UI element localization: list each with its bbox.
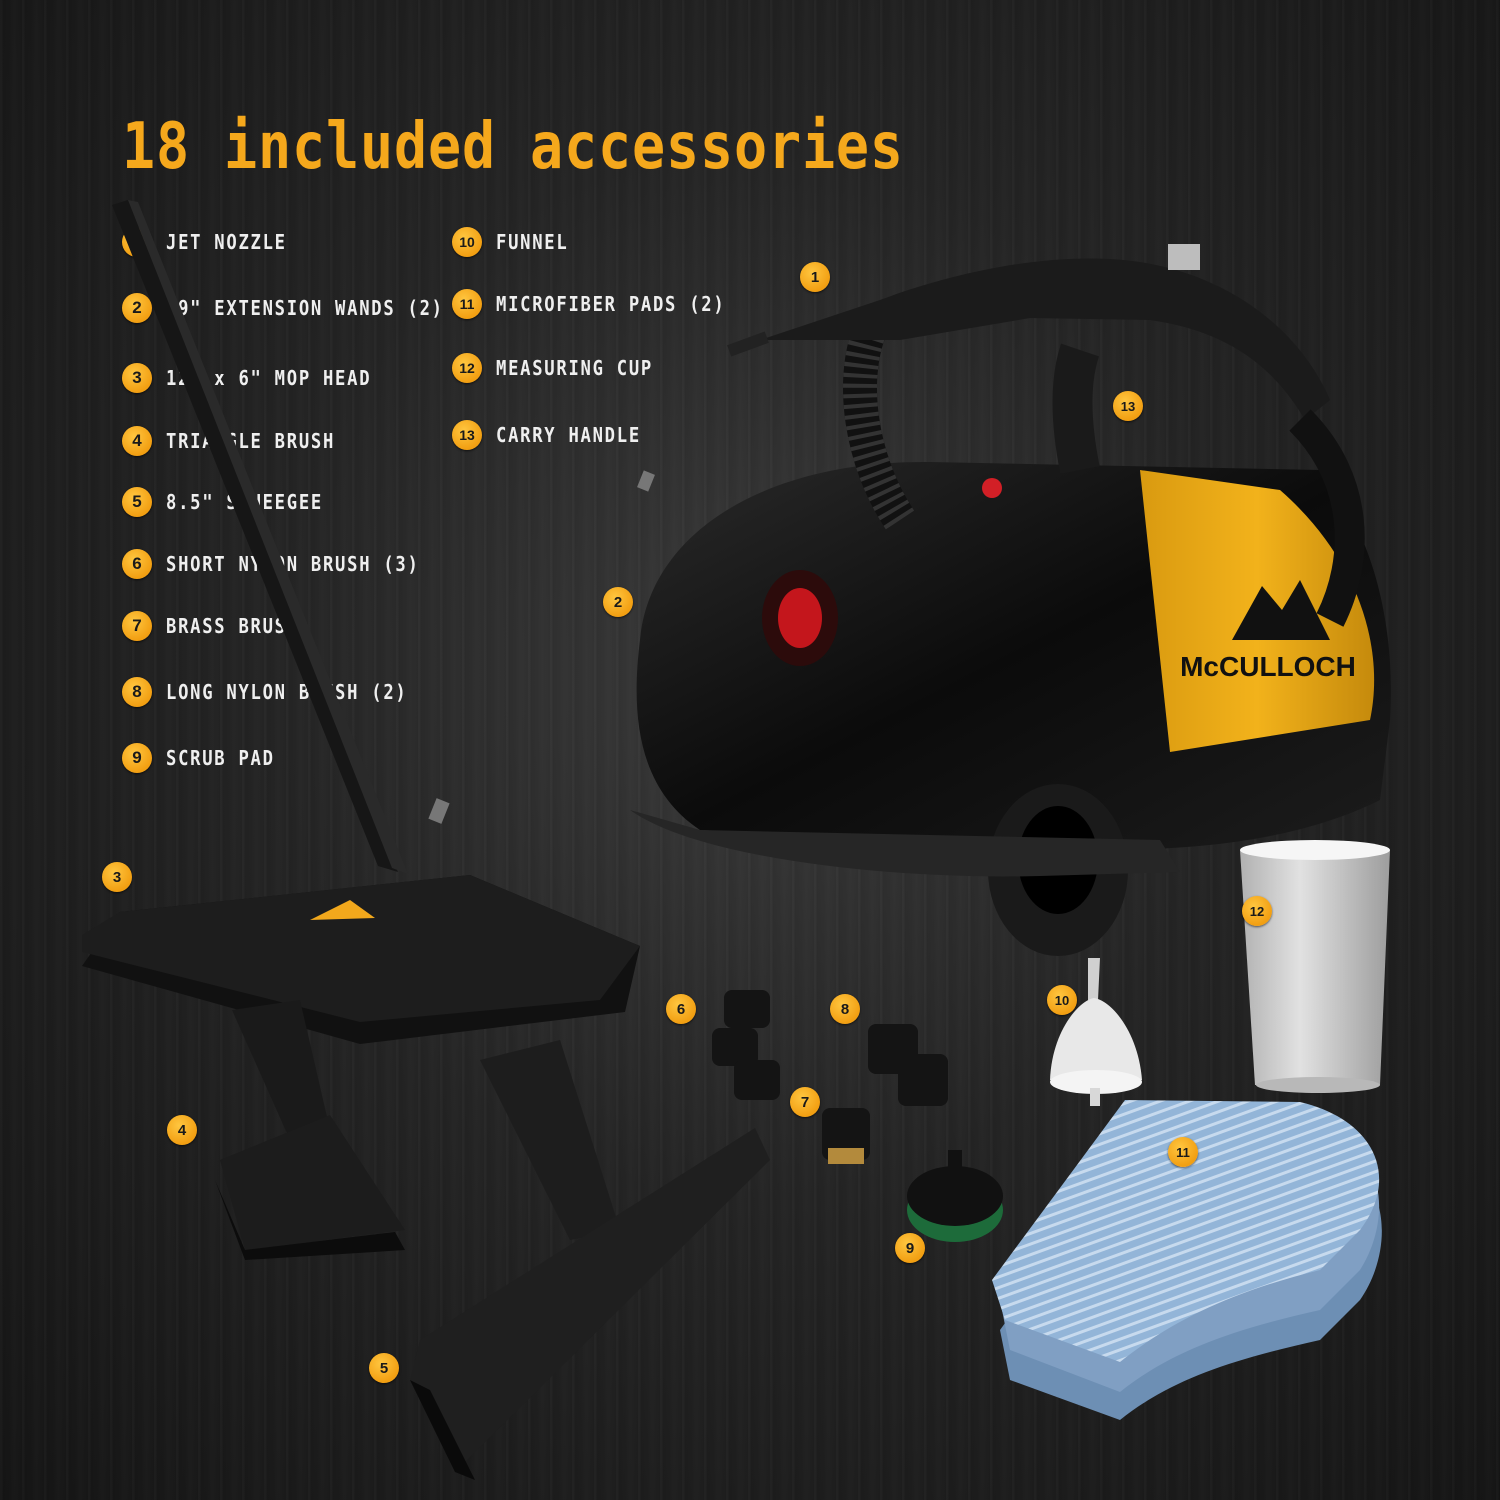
accessory-item-12: 12 MEASURING CUP	[452, 351, 679, 385]
accessory-label: 19" EXTENSION WANDS (2)	[166, 296, 444, 320]
long-nylon-brushes	[868, 1024, 948, 1106]
accessory-item-10: 10 FUNNEL	[452, 225, 580, 259]
number-badge: 6	[122, 549, 152, 579]
callout-2: 2	[603, 587, 633, 617]
callout-10: 10	[1047, 985, 1077, 1015]
callout-5: 5	[369, 1353, 399, 1383]
accessory-item-2: 2 19" EXTENSION WANDS (2)	[122, 291, 489, 325]
accessory-label: JET NOZZLE	[166, 230, 287, 254]
squeegee	[410, 1040, 770, 1480]
callout-12: 12	[1242, 896, 1272, 926]
short-nylon-brushes	[712, 990, 780, 1100]
number-badge: 12	[452, 353, 482, 383]
accessory-label: MEASURING CUP	[496, 356, 653, 380]
mcculloch-logo-mark	[310, 900, 375, 920]
number-badge: 9	[122, 743, 152, 773]
scrub-pad	[907, 1150, 1003, 1242]
number-badge: 8	[122, 677, 152, 707]
number-badge: 3	[122, 363, 152, 393]
accessory-label: BRASS BRUSH	[166, 614, 299, 638]
accessory-label: SHORT NYLON BRUSH (3)	[166, 552, 420, 576]
mop-head	[82, 875, 640, 1044]
accessory-item-8: 8 LONG NYLON BRUSH (2)	[122, 675, 447, 709]
number-badge: 10	[452, 227, 482, 257]
callout-1: 1	[800, 262, 830, 292]
steam-cleaner-body: McCULLOCH	[630, 461, 1391, 956]
callout-9: 9	[895, 1233, 925, 1263]
callout-3: 3	[102, 862, 132, 892]
funnel	[1050, 958, 1142, 1106]
accessory-item-7: 7 BRASS BRUSH	[122, 609, 320, 643]
microfiber-pads	[992, 1100, 1382, 1420]
number-badge: 5	[122, 487, 152, 517]
callout-4: 4	[167, 1115, 197, 1145]
accessory-item-13: 13 CARRY HANDLE	[452, 418, 665, 452]
accessory-label: CARRY HANDLE	[496, 423, 641, 447]
accessory-label: MICROFIBER PADS (2)	[496, 292, 726, 316]
callout-7: 7	[790, 1087, 820, 1117]
brass-brush	[822, 1108, 870, 1164]
number-badge: 7	[122, 611, 152, 641]
accessory-item-9: 9 SCRUB PAD	[122, 741, 292, 775]
accessory-item-11: 11 MICROFIBER PADS (2)	[452, 287, 763, 321]
number-badge: 13	[452, 420, 482, 450]
callout-13: 13	[1113, 391, 1143, 421]
hose-and-handle	[727, 244, 1365, 627]
accessory-label: LONG NYLON BRUSH (2)	[166, 680, 408, 704]
accessory-label: TRIANGLE BRUSH	[166, 429, 336, 453]
callout-8: 8	[830, 994, 860, 1024]
callout-6: 6	[666, 994, 696, 1024]
accessory-label: SCRUB PAD	[166, 746, 275, 770]
callout-11: 11	[1168, 1137, 1198, 1167]
brand-label: McCULLOCH	[1180, 651, 1356, 682]
accessory-item-6: 6 SHORT NYLON BRUSH (3)	[122, 547, 461, 581]
measuring-cup	[1240, 840, 1390, 1093]
accessory-item-4: 4 TRIANGLE BRUSH	[122, 424, 363, 458]
extension-wand	[112, 200, 655, 874]
number-badge: 2	[122, 293, 152, 323]
triangle-brush	[215, 1000, 405, 1260]
number-badge: 11	[452, 289, 482, 319]
number-badge: 4	[122, 426, 152, 456]
accessory-label: FUNNEL	[496, 230, 569, 254]
page-title: 18 included accessories	[122, 110, 904, 184]
